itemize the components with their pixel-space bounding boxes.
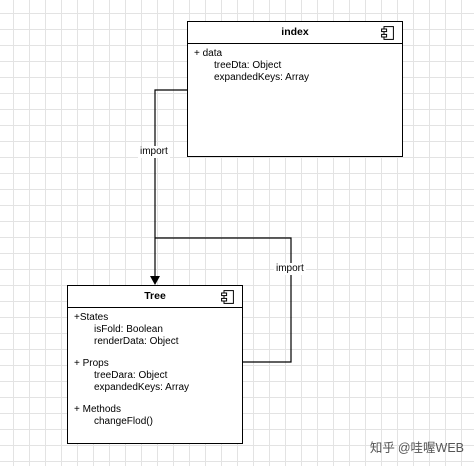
component-icon [381, 26, 394, 40]
tree-title: Tree [144, 290, 166, 302]
tree-method-changeflod: changeFlod() [94, 416, 153, 427]
tree-props-label: + Props [74, 358, 109, 369]
import-edge-right [155, 237, 292, 363]
import-label-right: import [274, 263, 306, 275]
tree-prop-treedara: treeDara: Object [94, 370, 168, 381]
import-edge-left [154, 89, 187, 282]
component-icon [221, 290, 234, 304]
index-data-label: + data [194, 48, 223, 59]
watermark-platform: 知乎 [369, 441, 395, 455]
tree-header: Tree [68, 286, 242, 308]
watermark: 知乎 @哇喔WEB [370, 437, 464, 456]
index-header: index [188, 22, 402, 44]
index-component[interactable]: index + data treeDta: Object expandedKey… [187, 21, 403, 157]
watermark-author: @哇喔WEB [397, 441, 464, 455]
tree-component[interactable]: Tree +States isFold: Boolean renderData:… [67, 285, 243, 444]
tree-state-renderdata: renderData: Object [94, 336, 179, 347]
index-body: + data treeDta: Object expandedKeys: Arr… [188, 44, 402, 88]
index-title: index [281, 26, 309, 38]
tree-state-isfold: isFold: Boolean [94, 324, 163, 335]
tree-methods-label: + Methods [74, 404, 121, 415]
tree-states-label: +States [74, 312, 109, 323]
index-field-expandedkeys: expandedKeys: Array [214, 72, 310, 83]
import-arrowhead-left [150, 276, 160, 285]
import-label-left: import [138, 146, 170, 158]
index-field-treedta: treeDta: Object [214, 60, 282, 71]
tree-prop-expandedkeys: expandedKeys: Array [94, 382, 190, 393]
tree-body: +States isFold: Boolean renderData: Obje… [68, 308, 242, 432]
